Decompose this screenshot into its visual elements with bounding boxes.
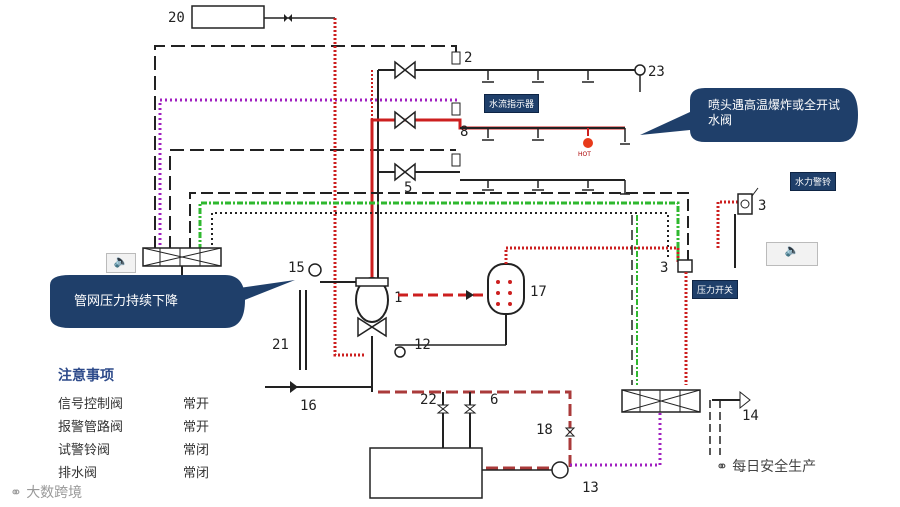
notes-title: 注意事项: [58, 368, 114, 384]
label-22: 22: [420, 392, 437, 408]
notes-state: 常开: [183, 397, 210, 412]
notes-item: 报警管路阀: [58, 420, 124, 435]
notes-state: 常开: [183, 420, 210, 435]
wechat-icon: ⚭: [716, 459, 728, 475]
label-21: 21: [272, 337, 289, 353]
water-alarm-bell-label: 水力警铃: [790, 172, 837, 191]
watermark-left: ⚭ 大数跨境: [10, 482, 82, 502]
label-6: 6: [490, 392, 498, 408]
alarm-panel-right: [621, 389, 701, 413]
water-tank: [369, 447, 483, 499]
notes-item: 排水阀: [58, 466, 98, 481]
test-valve-23-icon: [634, 64, 646, 76]
label-14: 14: [742, 408, 759, 424]
label-1: 1: [394, 290, 402, 306]
pressure-switch-icon: [677, 259, 693, 273]
notes-row: 信号控制阀 常开: [58, 391, 209, 414]
label-2: 2: [464, 50, 472, 66]
branch-valve-2: [394, 51, 461, 80]
pressure-gauge-15-icon: [308, 263, 322, 277]
label-13: 13: [582, 480, 599, 496]
notes-panel: 注意事项 信号控制阀 常开 报警管路阀 常开 试警铃阀 常闭 排水阀 常闭: [58, 365, 209, 483]
watermark-right: ⚭ 每日安全生产: [716, 456, 816, 476]
notes-row: 报警管路阀 常开: [58, 414, 209, 437]
label-15: 15: [288, 260, 305, 276]
label-18: 18: [536, 422, 553, 438]
watermark-logo-icon: ⚭: [10, 485, 22, 501]
branch-valve-5: [394, 153, 461, 182]
speaker-icon-left[interactable]: 🔈: [106, 253, 136, 273]
notes-item: 试警铃阀: [58, 443, 111, 458]
notes-row: 试警铃阀 常闭: [58, 437, 209, 460]
alarm-valve: [355, 277, 389, 338]
label-12: 12: [414, 337, 431, 353]
watermark-right-text: 每日安全生产: [732, 459, 817, 475]
notes-state: 常闭: [183, 466, 210, 481]
retard-chamber-17: [487, 263, 525, 315]
pressure-gauge-12-icon: [394, 346, 406, 358]
alarm-panel-left: [142, 247, 222, 267]
hot-sprinkler-icon: [583, 138, 593, 148]
callout-sprinkler-text: 喷头遇高温爆炸或全开试水阀: [708, 98, 841, 127]
bell-14-icon: [739, 390, 751, 410]
hot-label: HOT: [578, 151, 591, 158]
flow-indicator-label: 水流指示器: [484, 94, 540, 113]
speaker-icon-right[interactable]: 🔈: [766, 242, 818, 266]
callout-bubble-sprinkler: [640, 88, 858, 142]
pressure-switch-label: 压力开关: [692, 280, 739, 299]
notes-row: 排水阀 常闭: [58, 460, 209, 483]
sprinkler-heads: [482, 70, 630, 195]
pump-13-icon: [551, 461, 569, 479]
callout-pressure-text: 管网压力持续下降: [74, 294, 179, 309]
callout-bubble-pressure: [50, 275, 295, 328]
notes-item: 信号控制阀: [58, 397, 124, 412]
label-3-bell: 3: [758, 198, 766, 214]
label-3-switch: 3: [660, 260, 668, 276]
label-20: 20: [168, 10, 185, 26]
water-motor-bell-icon: [737, 193, 753, 215]
label-5: 5: [404, 180, 412, 196]
notes-state: 常闭: [183, 443, 210, 458]
watermark-left-text: 大数跨境: [26, 485, 83, 501]
branch-valve-8: [394, 102, 461, 130]
component-box-20: [191, 5, 265, 29]
label-23: 23: [648, 64, 665, 80]
valve-icon: [284, 14, 292, 22]
label-16: 16: [300, 398, 317, 414]
label-17: 17: [530, 284, 547, 300]
label-8: 8: [460, 124, 468, 140]
